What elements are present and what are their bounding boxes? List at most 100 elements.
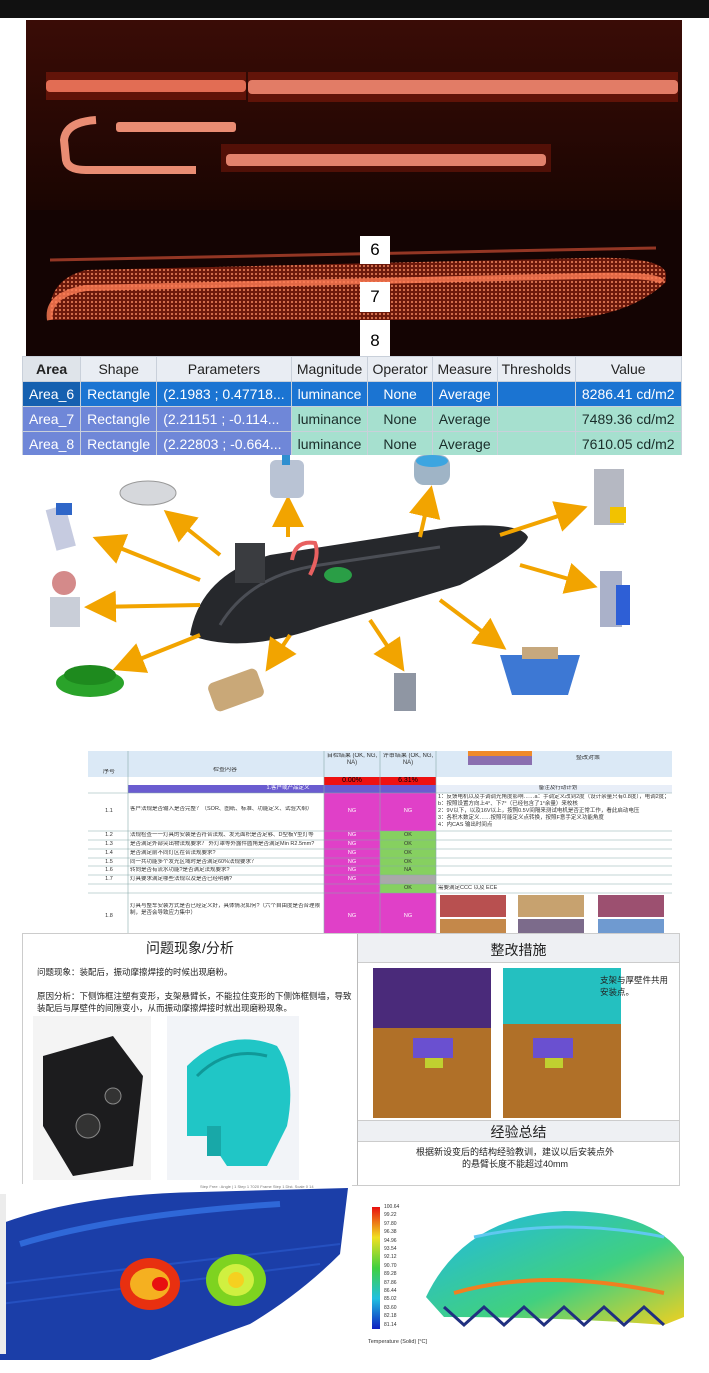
legend-value: 81.14 <box>384 1321 397 1328</box>
legend-value: 97.80 <box>384 1220 397 1227</box>
row-text: 转向是否有流水功能?是否满足法规要求? <box>130 867 230 873</box>
row-self: NG <box>347 841 357 847</box>
luminance-image: 6 7 8 <box>26 20 682 358</box>
thresholds-cell[interactable] <box>496 406 576 432</box>
table-row[interactable]: Area_7 Rectangle (2.21151 ; -0.114... lu… <box>21 406 682 432</box>
part-photo <box>33 1016 151 1180</box>
headlamp-exploded-diagram <box>20 455 682 718</box>
col-operator[interactable]: Operator <box>367 356 433 382</box>
row-review: OK <box>404 885 412 891</box>
before-model-image <box>373 968 491 1118</box>
table-row[interactable]: Area_6 Rectangle (2.1983 ; 0.47718... lu… <box>21 381 682 407</box>
sim-toolbar: Step Free : Angle | 1 Step 1 7020 Frame … <box>200 1184 314 1189</box>
row-text: 灯具要求满足哪些法规以及是否已经明确? <box>130 876 233 882</box>
legend-values: 100.64 99.22 97.80 96.38 94.96 93.54 92.… <box>384 1203 399 1329</box>
row-self: NG <box>347 859 357 865</box>
col-area[interactable]: Area <box>21 356 82 382</box>
operator-cell[interactable]: None <box>367 406 433 432</box>
col-measure[interactable]: Measure <box>431 356 498 382</box>
measure-cell[interactable]: Average <box>431 406 498 432</box>
magnitude-cell[interactable]: luminance <box>290 431 369 457</box>
row-review: OK <box>404 850 412 856</box>
plan-header: 备注及行动计划 <box>538 785 578 791</box>
row-text: 客户法规是否输入是否完整？（SOR、图纸、标准、功能定义、试验大纲） <box>130 806 313 812</box>
measure-text: 支架与厚壁件共用安装点。 <box>600 975 669 997</box>
row-review: OK <box>404 841 412 847</box>
col-value[interactable]: Value <box>574 356 682 382</box>
measure-cell[interactable]: Average <box>431 431 498 457</box>
measurement-table: Area Shape Parameters Magnitude Operator… <box>21 356 682 457</box>
row-no: 1.8 <box>105 913 113 919</box>
row-self: NG <box>347 850 357 856</box>
row-text: 是否满足前不同灯区在合法规要求? <box>130 850 216 856</box>
table-header-row: Area Shape Parameters Magnitude Operator… <box>21 356 682 382</box>
analysis-left <box>23 934 358 1185</box>
legend-title: Temperature (Solid) [°C] <box>368 1339 428 1345</box>
measure-cell[interactable]: Average <box>431 381 498 407</box>
legend-value: 85.02 <box>384 1296 397 1303</box>
col-self-header: 自检结果 (OK, NG, NA) <box>326 753 378 766</box>
legend-value: 92.12 <box>384 1254 397 1261</box>
legend-value: 100.64 <box>384 1204 400 1210</box>
legend-value: 99.22 <box>384 1212 397 1219</box>
col-content-header: 检查内容 <box>212 767 237 773</box>
cause-text: 原因分析：下侧饰框注塑有变形，支架悬臂长，不能拉住变形的下侧饰框侧墙，导致装配后… <box>37 991 352 1013</box>
row-review: NG <box>403 913 413 919</box>
col-magnitude[interactable]: Magnitude <box>290 356 369 382</box>
design-checklist: 序号 检查内容 自检结果 (OK, NG, NA) 评审结果 (OK, NG, … <box>88 751 672 934</box>
row-text: 是否满足外部突出物法规要求？ 外灯罩等外露件圆角是否满足Min R2.5mm? <box>130 841 315 847</box>
shape-cell[interactable]: Rectangle <box>80 406 158 432</box>
analysis-title: 问题现象/分析 <box>146 940 234 956</box>
value-cell[interactable]: 8286.41 cd/m2 <box>574 381 682 407</box>
legend-value: 90.70 <box>384 1262 397 1269</box>
row-note: 需要满足CCC 以及 ECE <box>438 885 498 891</box>
row-no: 1.3 <box>105 841 113 847</box>
row-self: NG <box>347 867 357 873</box>
summary-title: 经验总结 <box>490 1124 547 1140</box>
thresholds-cell[interactable] <box>496 381 576 407</box>
col-parameters[interactable]: Parameters <box>156 356 292 382</box>
legend-value: 93.54 <box>384 1246 397 1253</box>
shape-cell[interactable]: Rectangle <box>80 381 158 407</box>
row-no: 1.2 <box>105 832 113 838</box>
pct-self: 0.00% <box>342 777 362 784</box>
legend-value: 86.44 <box>384 1288 397 1295</box>
summary-header-bg <box>358 1120 679 1142</box>
legend-value: 87.86 <box>384 1279 397 1286</box>
value-cell[interactable]: 7610.05 cd/m2 <box>574 431 682 457</box>
parameters-cell[interactable]: (2.1983 ; 0.47718... <box>156 381 292 407</box>
area-cell[interactable]: Area_6 <box>21 381 82 407</box>
row-note: 1：反馈电机以及手调调光角度影响……a：手调定义改到2度（设计余量只有0.8度）… <box>438 794 670 828</box>
magnitude-cell[interactable]: luminance <box>290 381 369 407</box>
top-border <box>0 0 709 18</box>
value-cell[interactable]: 7489.36 cd/m2 <box>574 406 682 432</box>
after-model-image <box>503 968 621 1118</box>
col-no-header: 序号 <box>102 769 115 775</box>
area-tag-8: 8 <box>360 320 390 358</box>
summary-text: 根据新设变后的结构经验教训，建议以后安装点外的悬臂长度不能超过40mm <box>415 1147 614 1169</box>
row-text: 同一共功能多个发光区域时是否满足60%法规要求？ <box>130 859 257 865</box>
row-review: NG <box>403 808 413 814</box>
cad-model-image <box>167 1016 299 1180</box>
area-cell[interactable]: Area_8 <box>21 431 82 457</box>
legend-value: 94.96 <box>384 1237 397 1244</box>
row-review: NA <box>404 867 412 873</box>
pct-review: 6.31% <box>398 777 418 784</box>
col-thresholds[interactable]: Thresholds <box>496 356 576 382</box>
magnitude-cell[interactable]: luminance <box>290 406 369 432</box>
thresholds-cell[interactable] <box>496 431 576 457</box>
area-tag-7: 7 <box>360 282 390 312</box>
operator-cell[interactable]: None <box>367 381 433 407</box>
phenomenon-text: 问题现象：装配后，振动摩擦焊接的时候出现磨粉。 <box>37 967 233 977</box>
table-row[interactable]: Area_8 Rectangle (2.22803 ; -0.664... lu… <box>21 431 682 457</box>
row-self: NG <box>347 876 357 882</box>
parameters-cell[interactable]: (2.21151 ; -0.114... <box>156 406 292 432</box>
col-shape[interactable]: Shape <box>80 356 158 382</box>
shape-cell[interactable]: Rectangle <box>80 431 158 457</box>
operator-cell[interactable]: None <box>367 431 433 457</box>
section-header: 1.客户或产品定义 <box>266 785 310 791</box>
measure-title: 整改措施 <box>490 942 547 958</box>
parameters-cell[interactable]: (2.22803 ; -0.664... <box>156 431 292 457</box>
row-self: NG <box>347 913 357 919</box>
area-cell[interactable]: Area_7 <box>21 406 82 432</box>
